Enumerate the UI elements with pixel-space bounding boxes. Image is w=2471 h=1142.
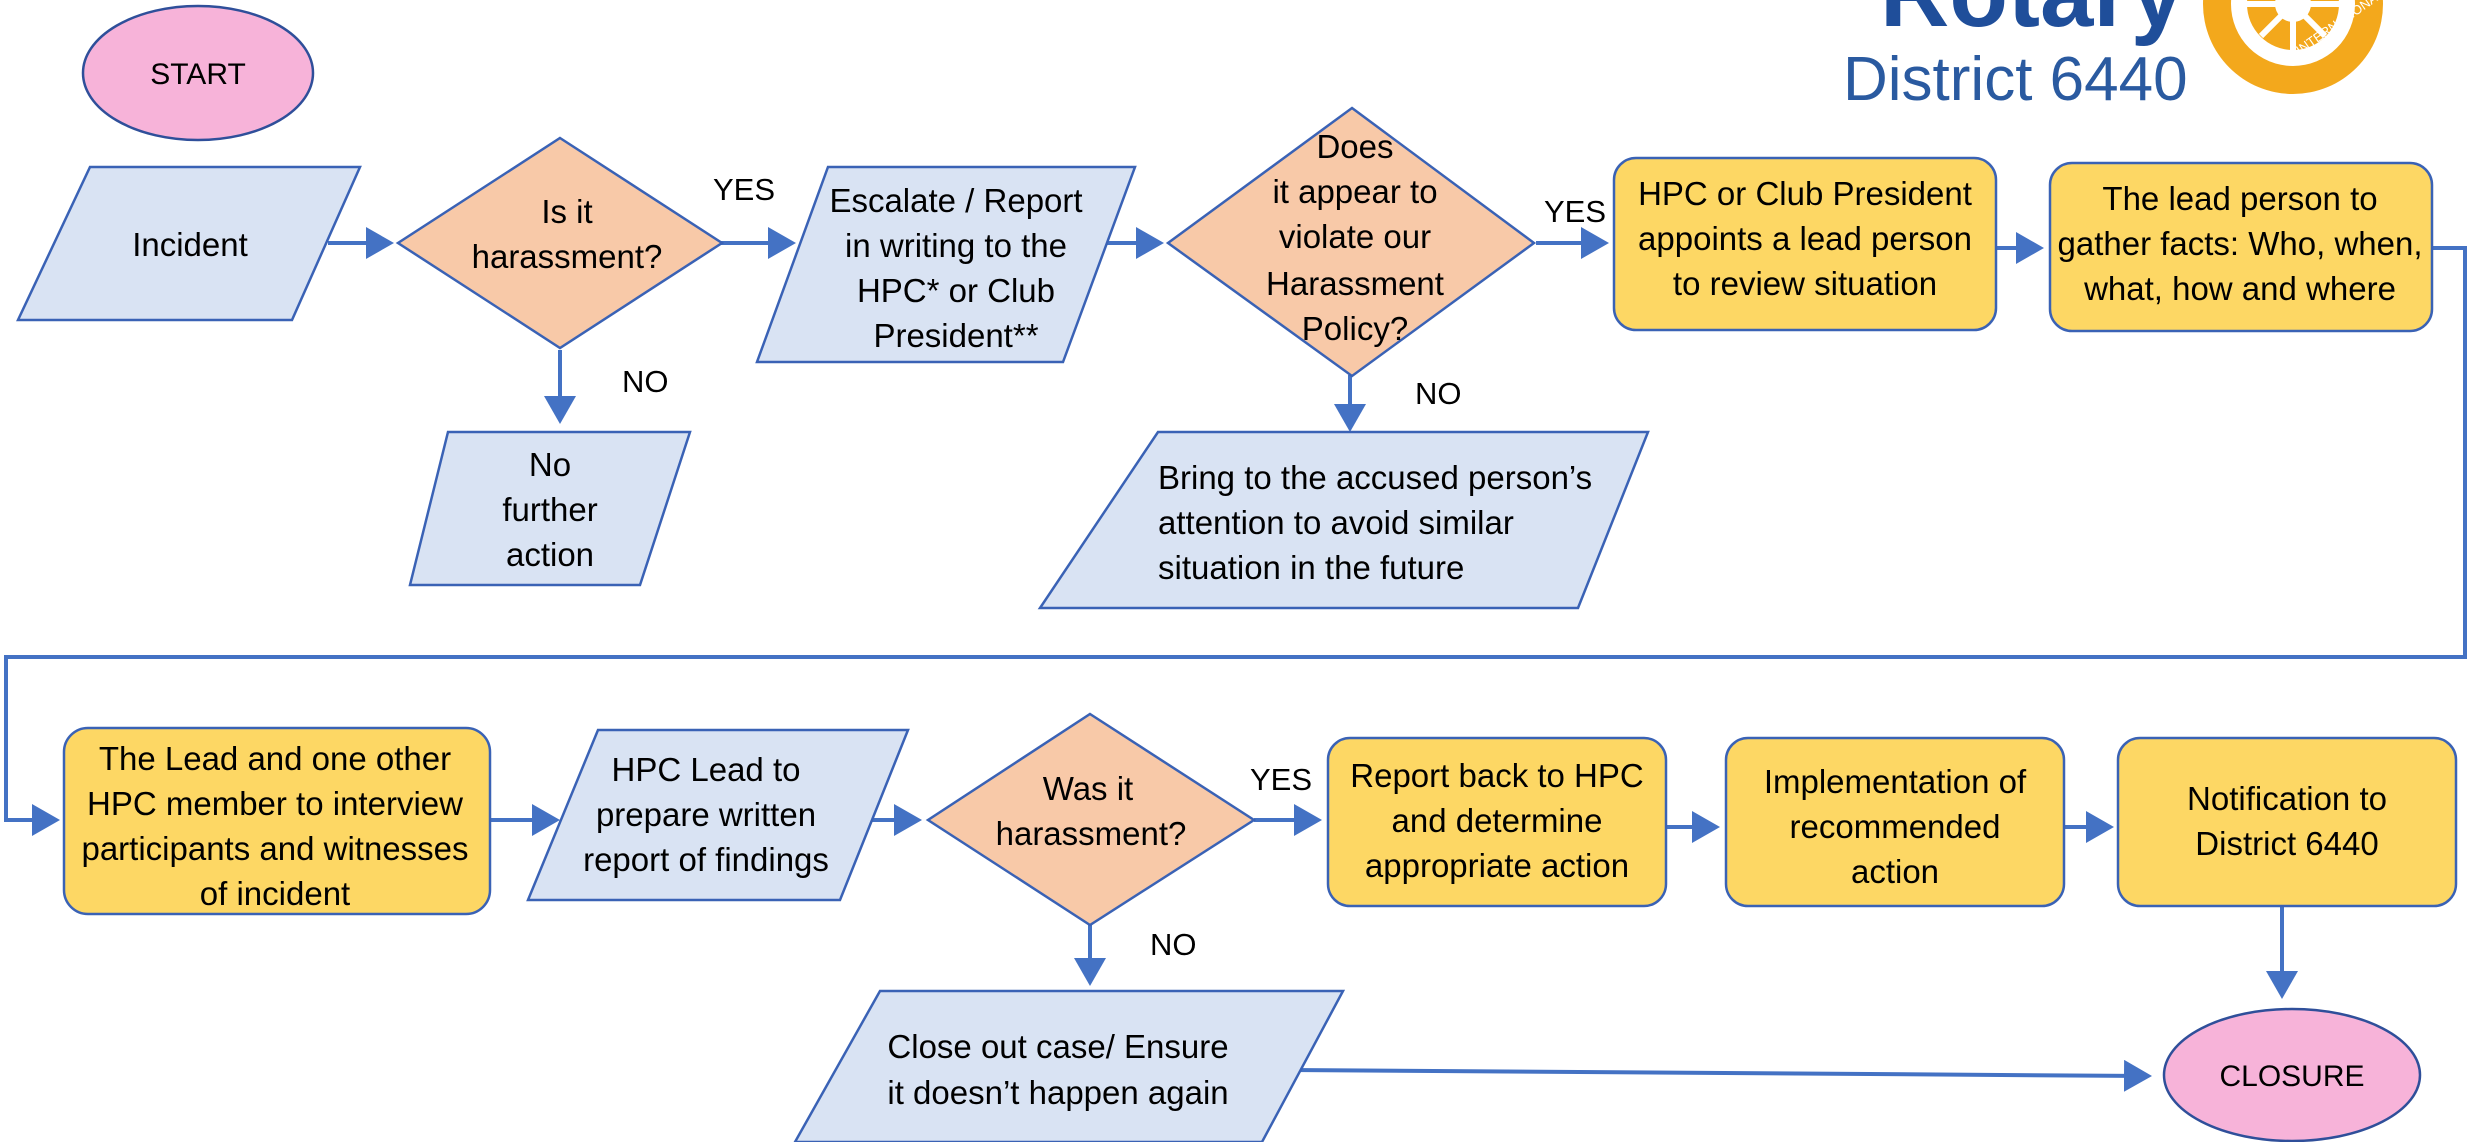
violate-policy-decision: Does it appear to violate our Harassment… (1165, 106, 1537, 378)
violate-line-5: Policy? (1302, 310, 1408, 347)
escalate-line-2: in writing to the (845, 227, 1067, 264)
no-action-line-3: action (506, 536, 594, 573)
appoint-line-3: to review situation (1673, 265, 1937, 302)
incident-input: Incident (16, 165, 362, 322)
written-report-line-2: prepare written (596, 796, 816, 833)
appoint-line-1: HPC or Club President (1638, 175, 1972, 212)
notification-process: Notification to District 6440 (2116, 736, 2458, 908)
close-out-line-2: it doesn’t happen again (887, 1074, 1228, 1111)
report-back-line-2: and determine (1392, 802, 1603, 839)
report-back-line-3: appropriate action (1365, 847, 1629, 884)
no-action-line-1: No (529, 446, 571, 483)
escalate-report-input: Escalate / Report in writing to the HPC*… (755, 165, 1137, 364)
rotary-wheel-icon: INTERNATIONAL (2203, 0, 2386, 94)
is-harassment-decision: Is it harassment? (395, 136, 725, 350)
violate-line-4: Harassment (1266, 265, 1444, 302)
gather-line-3: what, how and where (2083, 270, 2396, 307)
escalate-line-3: HPC* or Club (857, 272, 1055, 309)
bring-attention-line-1: Bring to the accused person’s (1158, 459, 1592, 496)
written-report-line-1: HPC Lead to (612, 751, 801, 788)
start-label: START (150, 58, 246, 91)
bring-attention-line-2: attention to avoid similar (1158, 504, 1514, 541)
interview-line-3: participants and witnesses (81, 830, 468, 867)
is-harassment-line-1: Is it (541, 193, 592, 230)
bring-attention-line-3: situation in the future (1158, 549, 1464, 586)
rotary-wordmark: Rotary (1880, 0, 2184, 47)
interview-line-2: HPC member to interview (87, 785, 463, 822)
edge-label-yes-3: YES (1250, 762, 1312, 797)
interview-process: The Lead and one other HPC member to int… (62, 726, 492, 916)
is-harassment-line-2: harassment? (472, 238, 663, 275)
interview-line-1: The Lead and one other (99, 740, 451, 777)
written-report-line-3: report of findings (583, 841, 829, 878)
report-back-process: Report back to HPC and determine appropr… (1326, 736, 1668, 908)
was-harassment-line-2: harassment? (996, 815, 1187, 852)
edge-label-no-1: NO (622, 364, 669, 399)
report-back-line-1: Report back to HPC (1350, 757, 1643, 794)
implementation-line-1: Implementation of (1764, 763, 2027, 800)
gather-facts-process: The lead person to gather facts: Who, wh… (2048, 161, 2434, 333)
bring-attention-output: Bring to the accused person’s attention … (1037, 430, 1650, 610)
arrow-close-out-to-closure (1289, 1059, 2152, 1092)
violate-line-3: violate our (1279, 218, 1431, 255)
escalate-line-1: Escalate / Report (829, 182, 1082, 219)
gather-line-1: The lead person to (2102, 180, 2377, 217)
edge-label-no-2: NO (1415, 376, 1462, 411)
closure-terminal: CLOSURE (2162, 1007, 2422, 1142)
edge-label-yes-2: YES (1544, 194, 1606, 229)
arrow-gather-to-interview (4, 246, 2467, 836)
rotary-logo: Rotary District 6440 INTERNATIONAL (1843, 0, 2386, 114)
incident-label: Incident (132, 226, 248, 263)
no-action-line-2: further (502, 491, 597, 528)
implementation-process: Implementation of recommended action (1724, 736, 2066, 908)
notification-line-2: District 6440 (2195, 825, 2378, 862)
appoint-lead-process: HPC or Club President appoints a lead pe… (1612, 156, 1998, 332)
gather-line-2: gather facts: Who, when, (2057, 225, 2422, 262)
appoint-line-2: appoints a lead person (1638, 220, 1972, 257)
connectors (4, 227, 2467, 1092)
was-harassment-line-1: Was it (1043, 770, 1133, 807)
was-harassment-decision: Was it harassment? (925, 712, 1257, 927)
violate-line-2: it appear to (1272, 173, 1437, 210)
start-terminal: START (81, 4, 315, 142)
edge-label-yes-1: YES (713, 172, 775, 207)
written-report-input: HPC Lead to prepare written report of fi… (526, 728, 910, 902)
close-out-output: Close out case/ Ensure it doesn’t happen… (793, 989, 1346, 1142)
notification-line-1: Notification to (2187, 780, 2387, 817)
implementation-line-3: action (1851, 853, 1939, 890)
escalate-line-4: President** (873, 317, 1038, 354)
edge-label-no-3: NO (1150, 927, 1197, 962)
no-further-action-output: No further action (408, 430, 692, 587)
closure-label: CLOSURE (2219, 1060, 2364, 1093)
district-label: District 6440 (1843, 45, 2188, 114)
violate-line-1: Does (1316, 128, 1393, 165)
close-out-line-1: Close out case/ Ensure (887, 1028, 1228, 1065)
interview-line-4: of incident (200, 875, 350, 912)
implementation-line-2: recommended (1790, 808, 2001, 845)
